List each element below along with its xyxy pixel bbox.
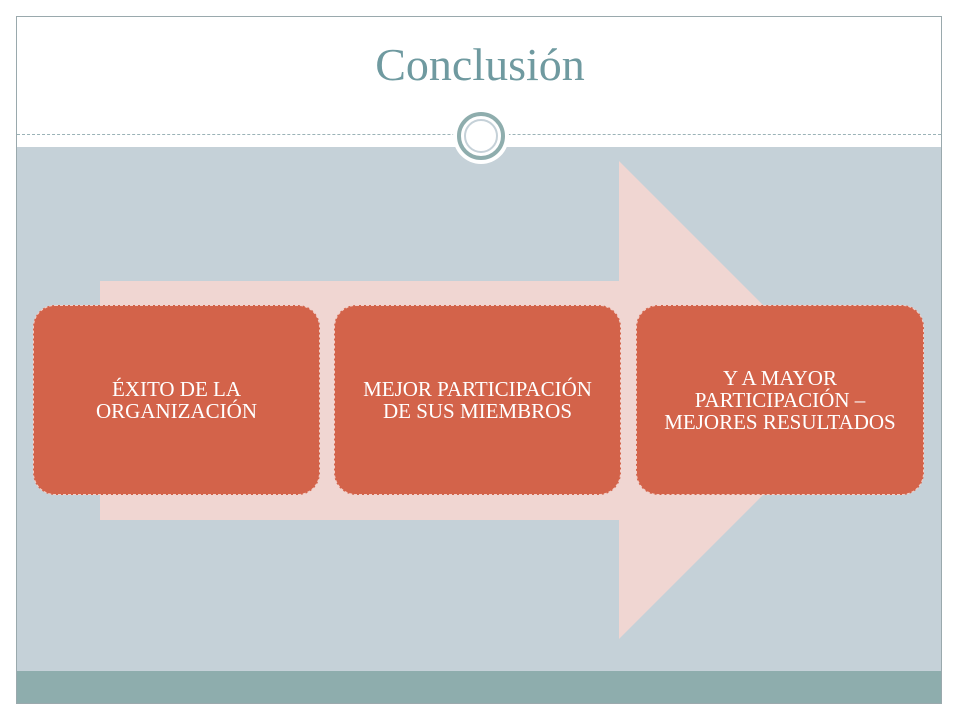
step-label-1: ÉXITO DE LA ORGANIZACIÓN <box>96 376 257 423</box>
circle-ornament <box>453 108 509 164</box>
bottom-band <box>17 671 941 703</box>
step-box-1: ÉXITO DE LA ORGANIZACIÓN <box>33 305 320 495</box>
step-label-2: MEJOR PARTICIPACIÓN DE SUS MIEMBROS <box>363 376 592 423</box>
step-label-3: Y A MAYOR PARTICIPACIÓN – MEJORES RESULT… <box>664 365 896 435</box>
step-box-2: MEJOR PARTICIPACIÓN DE SUS MIEMBROS <box>334 305 621 495</box>
slide-title: Conclusión <box>375 39 585 90</box>
step-box-3: Y A MAYOR PARTICIPACIÓN – MEJORES RESULT… <box>636 305 924 495</box>
